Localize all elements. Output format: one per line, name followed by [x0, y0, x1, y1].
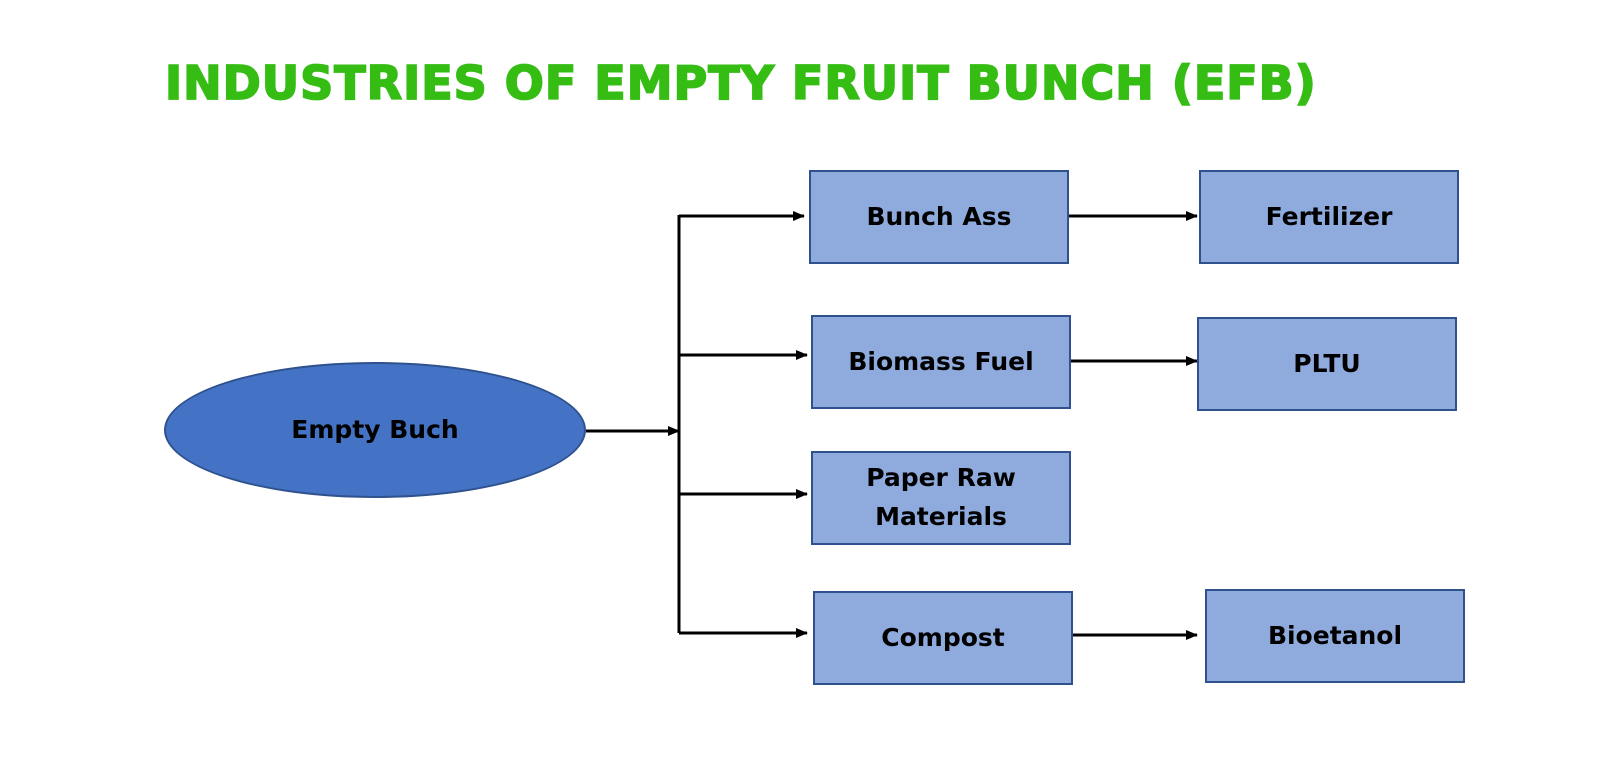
- node-label: Bioetanol: [1267, 620, 1403, 650]
- node-label: Bunch Ass: [866, 201, 1012, 231]
- root-node-empty-buch: Empty Buch: [164, 362, 586, 498]
- node-pltu: PLTU: [1197, 317, 1457, 411]
- node-label: Paper Raw Materials: [866, 463, 1016, 531]
- node-bunch-ass: Bunch Ass: [809, 170, 1069, 264]
- node-label: Fertilizer: [1265, 201, 1393, 231]
- node-paper-raw-materials: Paper Raw Materials: [811, 451, 1071, 545]
- node-biomass-fuel: Biomass Fuel: [811, 315, 1071, 409]
- diagram-title: INDUSTRIES OF EMPTY FRUIT BUNCH (EFB): [164, 55, 1317, 111]
- node-fertilizer: Fertilizer: [1199, 170, 1459, 264]
- node-bioetanol: Bioetanol: [1205, 589, 1465, 683]
- node-label: Compost: [881, 622, 1005, 652]
- node-compost: Compost: [813, 591, 1073, 685]
- node-label: PLTU: [1293, 348, 1361, 378]
- root-node-label: Empty Buch: [291, 414, 459, 444]
- node-label: Biomass Fuel: [848, 346, 1034, 376]
